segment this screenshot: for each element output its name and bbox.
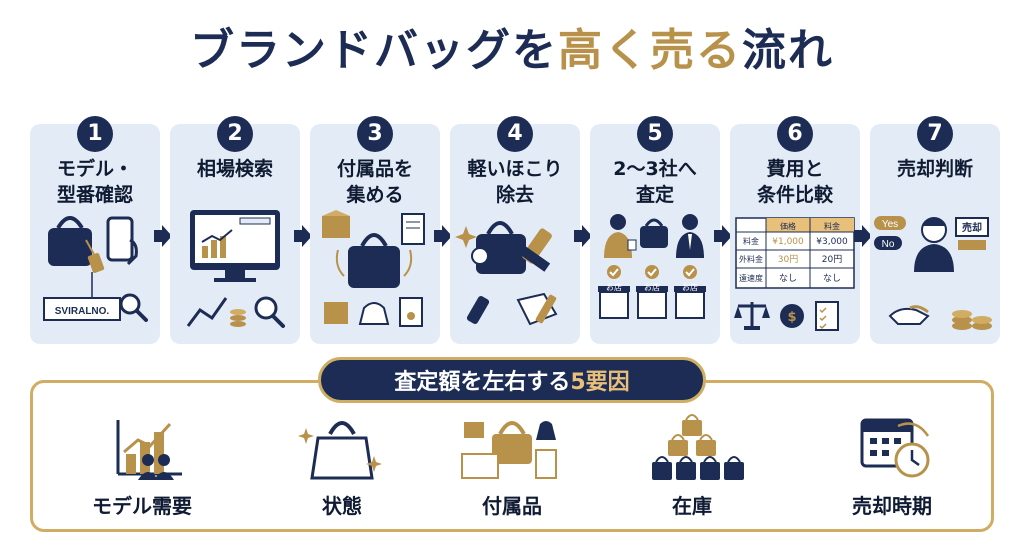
factor-label: 状態 [322, 494, 362, 518]
title-accent: 高く売る [558, 25, 742, 76]
table-cell: ¥3,000 [816, 237, 848, 247]
step-number: 3 [357, 116, 393, 152]
serial-label: SVIRALNO. [55, 306, 110, 317]
step-label: 費用と 条件比較 [756, 158, 833, 206]
table-row-label: 料金 [743, 236, 759, 246]
bag-phone-tag-icon: SVIRALNO. [43, 216, 148, 322]
stacked-bags-icon [652, 414, 744, 480]
title-suffix: 流れ [742, 25, 834, 76]
step-number: 6 [777, 116, 813, 152]
table-header: 料金 [824, 221, 840, 231]
arrow-right-icon [854, 225, 872, 247]
brush-cleaning-icon [455, 221, 558, 326]
factor-label: モデル需要 [92, 494, 192, 518]
factor-stock: 在庫 [612, 410, 772, 530]
factor-label: 付属品 [482, 494, 542, 518]
monitor-search-icon [186, 210, 285, 328]
step-label: 相場検索 [196, 158, 273, 180]
step-number: 4 [497, 116, 533, 152]
table-row-label: 遠速度 [739, 273, 763, 283]
table-header: 価格 [780, 221, 796, 231]
factor-model-demand: モデル需要 [62, 410, 222, 530]
table-cell: なし [779, 273, 797, 284]
dollar-glyph: $ [787, 310, 796, 325]
factor-label: 在庫 [672, 494, 712, 518]
heading-prefix: 査定額を左右する [394, 370, 571, 395]
yes-bubble: Yes [882, 219, 898, 230]
page-title: ブランドバッグを高く売る流れ [0, 14, 1024, 78]
step-label: モデル・ 型番確認 [56, 158, 133, 206]
step-number: 2 [217, 116, 253, 152]
table-cell: 20円 [822, 254, 842, 265]
accessories-collect-icon [322, 210, 425, 327]
table-cell: 30円 [778, 254, 798, 265]
decision-person-icon: Yes No 売却 [874, 216, 992, 330]
arrow-right-icon [574, 225, 592, 247]
title-prefix: ブランドバッグを [190, 25, 558, 76]
factor-condition: 状態 [262, 410, 422, 530]
step-label: 付属品を 集める [336, 158, 413, 206]
bag-sparkle-icon [298, 421, 382, 480]
factors-panel-heading: 査定額を左右する5要因 [318, 357, 706, 403]
chart-people-icon [116, 420, 182, 480]
no-bubble: No [882, 239, 895, 250]
heading-accent: 5要因 [570, 370, 630, 395]
step-label: 売却判断 [896, 158, 973, 180]
step-4-card: 4 軽いほこり 除去 [450, 116, 580, 344]
arrow-right-icon [154, 225, 172, 247]
sell-sign: 売却 [962, 221, 982, 234]
arrow-right-icon [294, 225, 312, 247]
step-label: 軽いほこり 除去 [467, 158, 563, 206]
step-3-card: 3 付属品を 集める [310, 116, 440, 344]
appraisal-shops-icon: お店 お店 お店 [598, 214, 706, 319]
step-5-card: 5 2〜3社へ 査定 お店 お店 お店 [590, 116, 720, 344]
factor-accessories: 付属品 [432, 410, 592, 530]
step-number: 7 [917, 116, 953, 152]
comparison-table-icon: 価格 料金 料金 ¥1,000 ¥3,000 外料金 30円 20円 遠速度 な… [734, 217, 855, 331]
step-7-card: 7 売却判断 Yes No 売却 [870, 116, 1000, 344]
table-cell: なし [823, 273, 841, 284]
factor-label: 売却時期 [852, 494, 932, 518]
step-6-card: 6 費用と 条件比較 価格 料金 料金 ¥1,000 ¥3,000 外料金 30… [730, 116, 860, 344]
step-label: 2〜3社へ 査定 [613, 158, 697, 206]
step-number: 5 [637, 116, 673, 152]
arrow-right-icon [714, 225, 732, 247]
step-number: 1 [77, 116, 113, 152]
table-row-label: 外料金 [739, 254, 763, 264]
shop-label: お店 [606, 282, 622, 292]
table-cell: ¥1,000 [772, 237, 804, 247]
arrow-right-icon [434, 225, 452, 247]
shop-label: お店 [682, 282, 698, 292]
factor-sale-timing: 売却時期 [812, 410, 972, 530]
step-2-card: 2 相場検索 [170, 116, 300, 344]
shop-label: お店 [644, 282, 660, 292]
calendar-clock-icon [860, 418, 930, 478]
accessories-icon [461, 421, 557, 479]
step-1-card: 1 モデル・ 型番確認 SVIRALNO. [30, 116, 160, 344]
